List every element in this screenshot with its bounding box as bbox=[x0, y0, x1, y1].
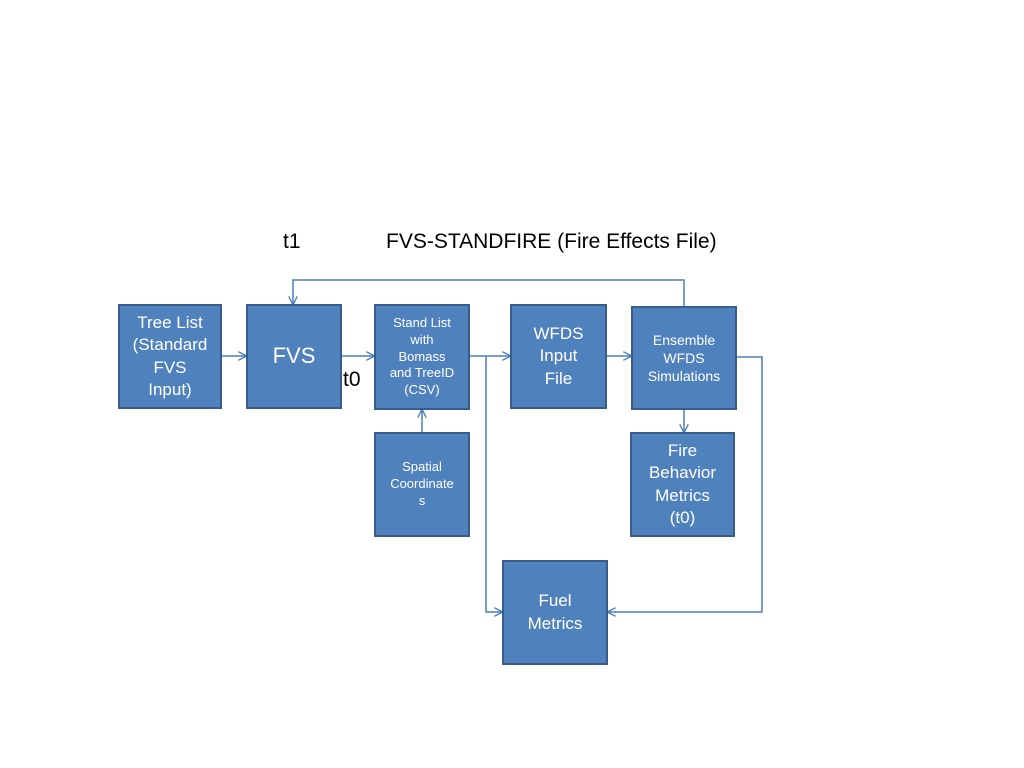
arrow-ensemble-to-fuel-metrics bbox=[608, 356, 763, 612]
arrow-ensemble-feedback-to-fvs bbox=[293, 279, 685, 306]
diagram-title: FVS-STANDFIRE (Fire Effects File) bbox=[386, 230, 717, 253]
box-wfds-input-file: WFDS Input File bbox=[510, 304, 607, 409]
box-fvs: FVS bbox=[246, 304, 342, 409]
box-tree-list: Tree List (Standard FVS Input) bbox=[118, 304, 222, 409]
box-spatial-coordinates: Spatial Coordinate s bbox=[374, 432, 470, 537]
label-t0: t0 bbox=[343, 368, 361, 391]
box-fire-behavior-metrics: Fire Behavior Metrics (t0) bbox=[630, 432, 735, 537]
label-t1: t1 bbox=[283, 230, 301, 253]
box-fuel-metrics: Fuel Metrics bbox=[502, 560, 608, 665]
box-ensemble-wfds-simulations: Ensemble WFDS Simulations bbox=[631, 306, 737, 410]
arrow-stand-list-to-fuel-metrics bbox=[485, 356, 502, 612]
box-stand-list: Stand List with Bomass and TreeID (CSV) bbox=[374, 304, 470, 410]
